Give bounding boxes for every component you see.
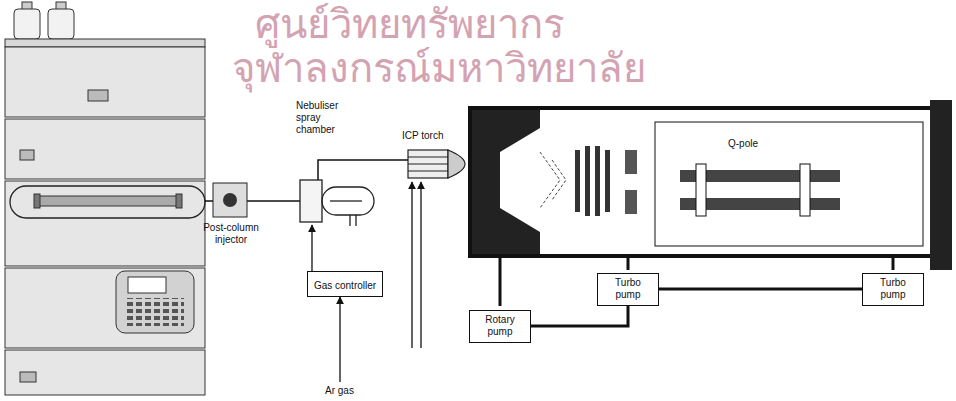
part-label: ICP torch <box>402 130 444 142</box>
part-label: Post-column injector <box>203 222 259 246</box>
post-column-injector <box>213 183 247 217</box>
part-label: Nebuliser spray chamber <box>296 100 358 136</box>
controller-box: Gas controller <box>307 271 383 297</box>
pump-box: Turbo pump <box>862 273 924 306</box>
box-text: Gas controller <box>314 280 376 292</box>
vacuum-line <box>531 306 628 327</box>
gas-label: Ar gas <box>325 385 354 397</box>
part-label: Q-pole <box>728 138 758 150</box>
hplc-stack <box>5 2 205 395</box>
pump-box: Rotary pump <box>469 310 531 343</box>
vacuum-line <box>659 288 862 291</box>
pump-box: Turbo pump <box>597 273 659 306</box>
gas-lines <box>312 182 421 382</box>
box-text: Turbo pump <box>869 277 917 301</box>
watermark: จุฬาลงกรณ์มหาวิทยาลัย <box>232 46 646 92</box>
vacuum-lines <box>500 256 893 306</box>
icp-torch <box>408 150 465 178</box>
box-text: Rotary pump <box>476 314 524 338</box>
box-text: Turbo pump <box>604 277 652 301</box>
spray-chamber <box>300 180 374 226</box>
watermark: ศูนย์วิทยทรัพยากร <box>255 2 564 48</box>
mass-spectrometer <box>470 100 952 270</box>
